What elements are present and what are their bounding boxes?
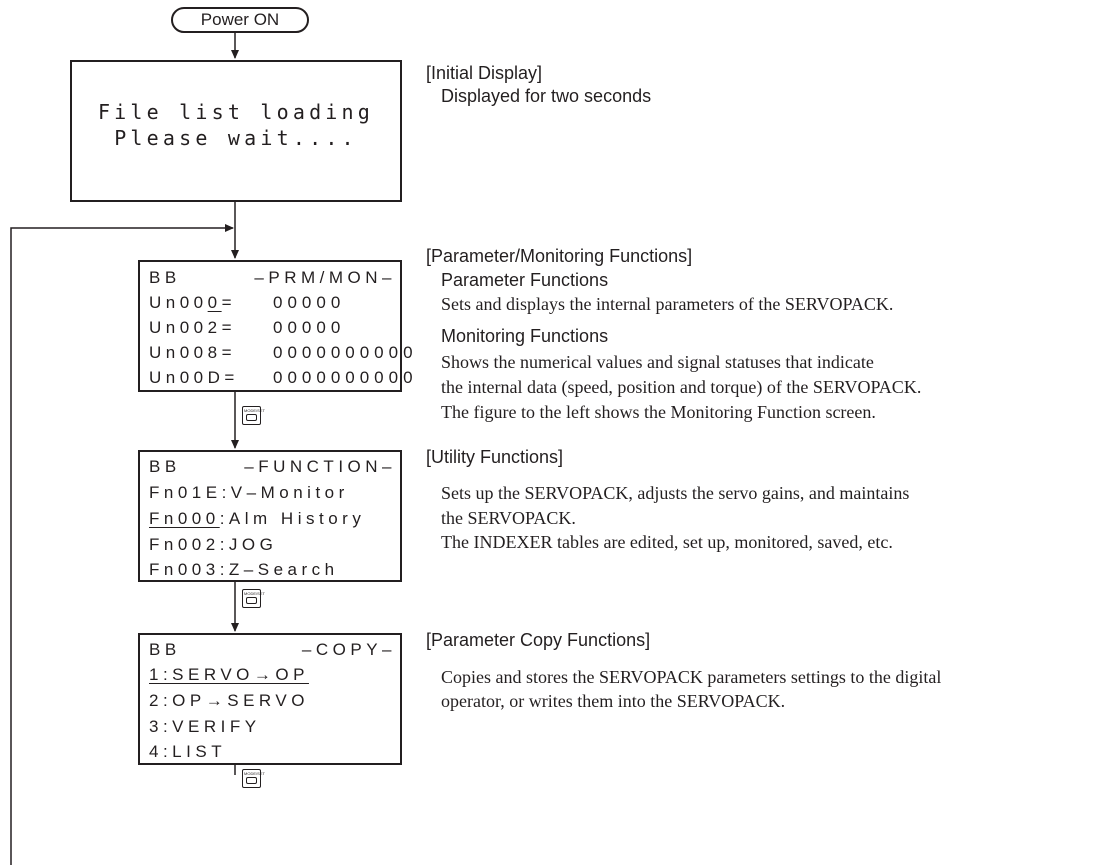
copy-header-right: –COPY– bbox=[301, 640, 396, 659]
prm-row-value: 0000000000 bbox=[273, 343, 418, 362]
prm-row-label: Un00D= bbox=[149, 368, 239, 387]
prm-row-value: 00000 bbox=[273, 293, 346, 312]
mode-set-key-label: MODE/SET bbox=[244, 408, 265, 413]
function-row: Fn003:Z–Search bbox=[149, 560, 339, 579]
initial-line-1: File list loading bbox=[97, 100, 375, 124]
utility-functions-title: [Utility Functions] bbox=[426, 447, 564, 467]
prm-mon-screen: BB –PRM/MON– Un000= 00000 Un002= 00000 U… bbox=[138, 260, 413, 392]
parameter-monitoring-title: [Parameter/Monitoring Functions] bbox=[426, 246, 693, 266]
monitoring-text-line: the internal data (speed, position and t… bbox=[441, 377, 922, 397]
utility-text-line: the SERVOPACK. bbox=[441, 508, 576, 528]
return-loop-line bbox=[10, 224, 234, 865]
function-screen: BB –FUNCTION– Fn01E:V–Monitor Fn000:Alm … bbox=[138, 450, 402, 582]
power-on-node: Power ON bbox=[171, 7, 309, 33]
prm-row-label: Un008= bbox=[149, 343, 237, 362]
prm-row-value: 00000 bbox=[273, 318, 346, 337]
function-header-left: BB bbox=[149, 457, 181, 476]
initial-display-text: Displayed for two seconds bbox=[441, 86, 652, 106]
copy-row: 4:LIST bbox=[149, 742, 227, 761]
return-arrow-icon bbox=[246, 597, 257, 604]
utility-text-line: The INDEXER tables are edited, set up, m… bbox=[441, 532, 893, 552]
function-row-selected: Fn000:Alm History bbox=[149, 509, 366, 528]
prm-header-right: –PRM/MON– bbox=[254, 268, 396, 287]
copy-text-line: operator, or writes them into the SERVOP… bbox=[441, 691, 786, 711]
function-row: Fn002:JOG bbox=[149, 535, 278, 554]
return-arrow-icon bbox=[246, 414, 257, 421]
mode-set-key-icon: MODE/SET bbox=[242, 589, 265, 608]
monitoring-functions-heading: Monitoring Functions bbox=[441, 326, 609, 346]
copy-row: 3:VERIFY bbox=[149, 717, 261, 736]
copy-header-left: BB bbox=[149, 640, 181, 659]
prm-row-label: Un000= bbox=[149, 293, 237, 312]
copy-text-line: Copies and stores the SERVOPACK paramete… bbox=[441, 667, 942, 687]
prm-header-left: BB bbox=[149, 268, 181, 287]
prm-row-label: Un002= bbox=[149, 318, 237, 337]
function-row: Fn01E:V–Monitor bbox=[149, 483, 349, 502]
initial-display-title: [Initial Display] bbox=[426, 63, 543, 83]
utility-text-line: Sets up the SERVOPACK, adjusts the servo… bbox=[441, 483, 910, 503]
return-arrow-icon bbox=[246, 777, 257, 784]
function-header-right: –FUNCTION– bbox=[244, 457, 396, 476]
prm-row-value: 0000000000 bbox=[273, 368, 418, 387]
initial-display-screen: File list loading Please wait.... bbox=[70, 60, 402, 202]
monitoring-text-line: Shows the numerical values and signal st… bbox=[441, 352, 874, 372]
monitoring-text-line: The figure to the left shows the Monitor… bbox=[441, 402, 876, 422]
copy-row: 2:OP→SERVO bbox=[149, 691, 309, 710]
initial-line-2: Please wait.... bbox=[114, 126, 358, 150]
copy-screen: BB –COPY– 1:SERVO→OP 2:OP→SERVO 3:VERIFY… bbox=[138, 633, 402, 765]
mode-set-key-icon: MODE/SET bbox=[242, 406, 265, 425]
mode-set-key-icon: MODE/SET bbox=[242, 769, 265, 788]
parameter-functions-text: Sets and displays the internal parameter… bbox=[441, 294, 894, 314]
copy-functions-title: [Parameter Copy Functions] bbox=[426, 630, 651, 650]
parameter-functions-heading: Parameter Functions bbox=[441, 270, 609, 290]
copy-row-selected: 1:SERVO→OP bbox=[149, 665, 309, 684]
